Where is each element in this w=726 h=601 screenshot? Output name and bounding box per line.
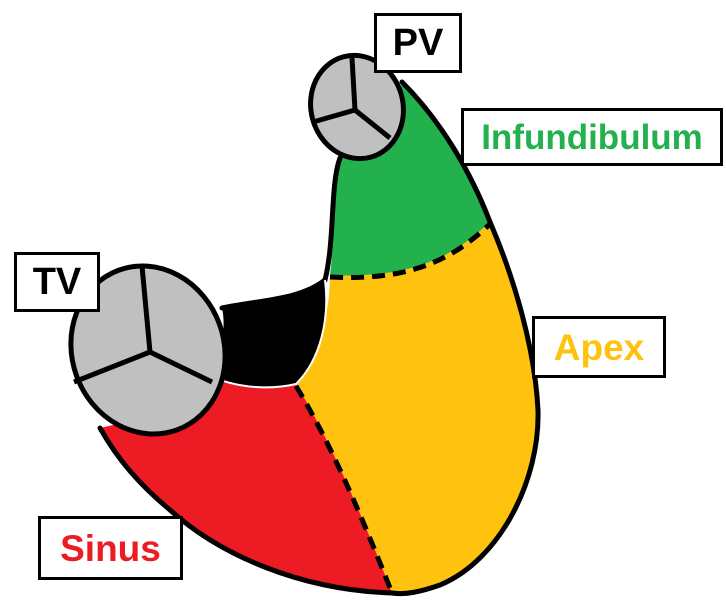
pv-label-text: PV [393, 24, 444, 62]
infundibulum-label-text: Infundibulum [481, 120, 703, 155]
apex-label: Apex [532, 316, 666, 378]
pv-label: PV [374, 13, 462, 73]
apex-label-text: Apex [554, 329, 644, 366]
tv-label: TV [14, 252, 100, 312]
infundibulum-label: Infundibulum [461, 108, 723, 166]
sinus-label-text: Sinus [60, 530, 161, 567]
tv-label-text: TV [33, 263, 82, 301]
sinus-label: Sinus [38, 516, 183, 580]
